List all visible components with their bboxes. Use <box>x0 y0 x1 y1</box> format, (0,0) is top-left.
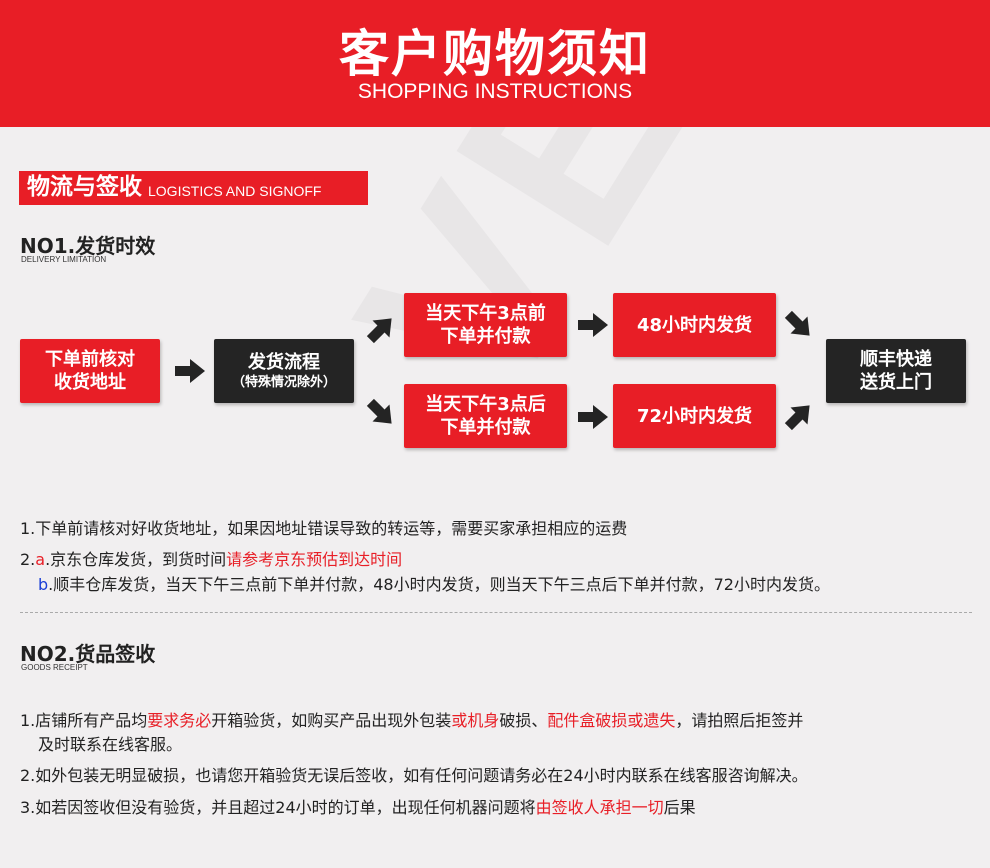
no1-subtitle: DELIVERY LIMITATION <box>21 255 107 264</box>
flow-step-label: 收货地址 <box>54 372 126 393</box>
no2-line-3: 3.如若因签收但没有验货，并且超过24小时的订单，出现任何机器问题将由签收人承担… <box>20 794 696 818</box>
flow-step-label: 送货上门 <box>860 372 932 393</box>
text-segment: a <box>35 550 46 569</box>
arrow-down-right-icon <box>366 398 392 424</box>
text-segment: 1.店铺所有产品均 <box>20 711 148 730</box>
flow-step-after-3pm: 当天下午3点后 下单并付款 <box>404 384 567 448</box>
arrow-right-icon <box>578 405 608 429</box>
text-segment: b <box>38 575 49 594</box>
flow-step-label: 顺丰快递 <box>860 349 932 370</box>
no2-line-1: 1.店铺所有产品均要求务必开箱验货，如购买产品出现外包装或机身破损、配件盒破损或… <box>20 707 803 731</box>
flow-step-label: 下单前核对 <box>45 349 135 370</box>
no2-title: NO2.货品签收 <box>20 642 156 666</box>
flow-step-label: 当天下午3点后 <box>425 394 546 415</box>
no1-line-3: b.顺丰仓库发货，当天下午三点前下单并付款，48小时内发货，则当天下午三点后下单… <box>38 571 830 595</box>
page-subtitle: SHOPPING INSTRUCTIONS <box>357 80 633 103</box>
flow-step-note: （特殊情况除外） <box>231 375 336 390</box>
section-title-cn: 物流与签收 <box>27 174 142 200</box>
page-title: 客户购物须知 <box>339 25 651 83</box>
text-highlight: 或机身 <box>451 711 500 730</box>
text-highlight: 由签收人承担一切 <box>535 798 664 817</box>
section-tag: 物流与签收 LOGISTICS AND SIGNOFF <box>19 171 368 205</box>
page-header: 客户购物须知 SHOPPING INSTRUCTIONS <box>0 0 990 127</box>
flow-step-label: 下单并付款 <box>440 326 531 347</box>
flow-step-shipping-process: 发货流程 （特殊情况除外） <box>214 339 354 403</box>
arrow-up-right-icon <box>366 318 392 344</box>
flow-step-72h: 72小时内发货 <box>613 384 776 448</box>
text-highlight: 要求务必 <box>147 711 212 730</box>
no2-line-2: 2.如外包装无明显破损，也请您开箱验货无误后签收，如有任何问题请务必在24小时内… <box>20 766 808 785</box>
arrow-right-icon <box>175 359 205 383</box>
arrow-right-icon <box>578 313 608 337</box>
flow-step-sf-delivery: 顺丰快递 送货上门 <box>826 339 966 403</box>
no2-subtitle: GOODS RECEIPT <box>21 663 88 672</box>
no1-title: NO1.发货时效 <box>20 234 156 258</box>
text-highlight: 配件盒破损或遗失 <box>547 711 676 730</box>
text-segment: ，请拍照后拒签并 <box>675 711 804 730</box>
flow-step-label: 发货流程 <box>248 352 320 373</box>
text-segment: .京东仓库发货，到货时间 <box>45 550 227 569</box>
text-segment: .顺丰仓库发货，当天下午三点前下单并付款，48小时内发货，则当天下午三点后下单并… <box>48 575 830 594</box>
section-divider <box>20 612 972 613</box>
flow-step-check-address: 下单前核对 收货地址 <box>20 339 160 403</box>
section-title-en: LOGISTICS AND SIGNOFF <box>148 183 322 199</box>
flow-step-before-3pm: 当天下午3点前 下单并付款 <box>404 293 567 357</box>
text-segment: 3.如若因签收但没有验货，并且超过24小时的订单，出现任何机器问题将 <box>20 798 536 817</box>
flow-step-label: 48小时内发货 <box>636 314 753 336</box>
text-segment: 开箱验货，如购买产品出现外包装 <box>211 711 452 730</box>
flow-step-48h: 48小时内发货 <box>613 293 776 357</box>
no1-line-1: 1.下单前请核对好收货地址，如果因地址错误导致的转运等，需要买家承担相应的运费 <box>20 519 628 538</box>
text-segment: 2. <box>20 550 36 569</box>
arrow-up-right-icon <box>784 405 810 431</box>
flow-step-label: 当天下午3点前 <box>425 303 546 324</box>
arrow-down-right-icon <box>784 310 810 336</box>
flow-step-label: 下单并付款 <box>440 417 531 438</box>
text-segment: 后果 <box>663 798 696 817</box>
flow-step-label: 72小时内发货 <box>636 405 753 427</box>
text-highlight: 请参考京东预估到达时间 <box>226 550 403 569</box>
no1-line-2: 2.a.京东仓库发货，到货时间请参考京东预估到达时间 <box>20 546 402 570</box>
text-segment: 破损、 <box>499 711 548 730</box>
no2-line-1-cont: 及时联系在线客服。 <box>38 735 183 754</box>
